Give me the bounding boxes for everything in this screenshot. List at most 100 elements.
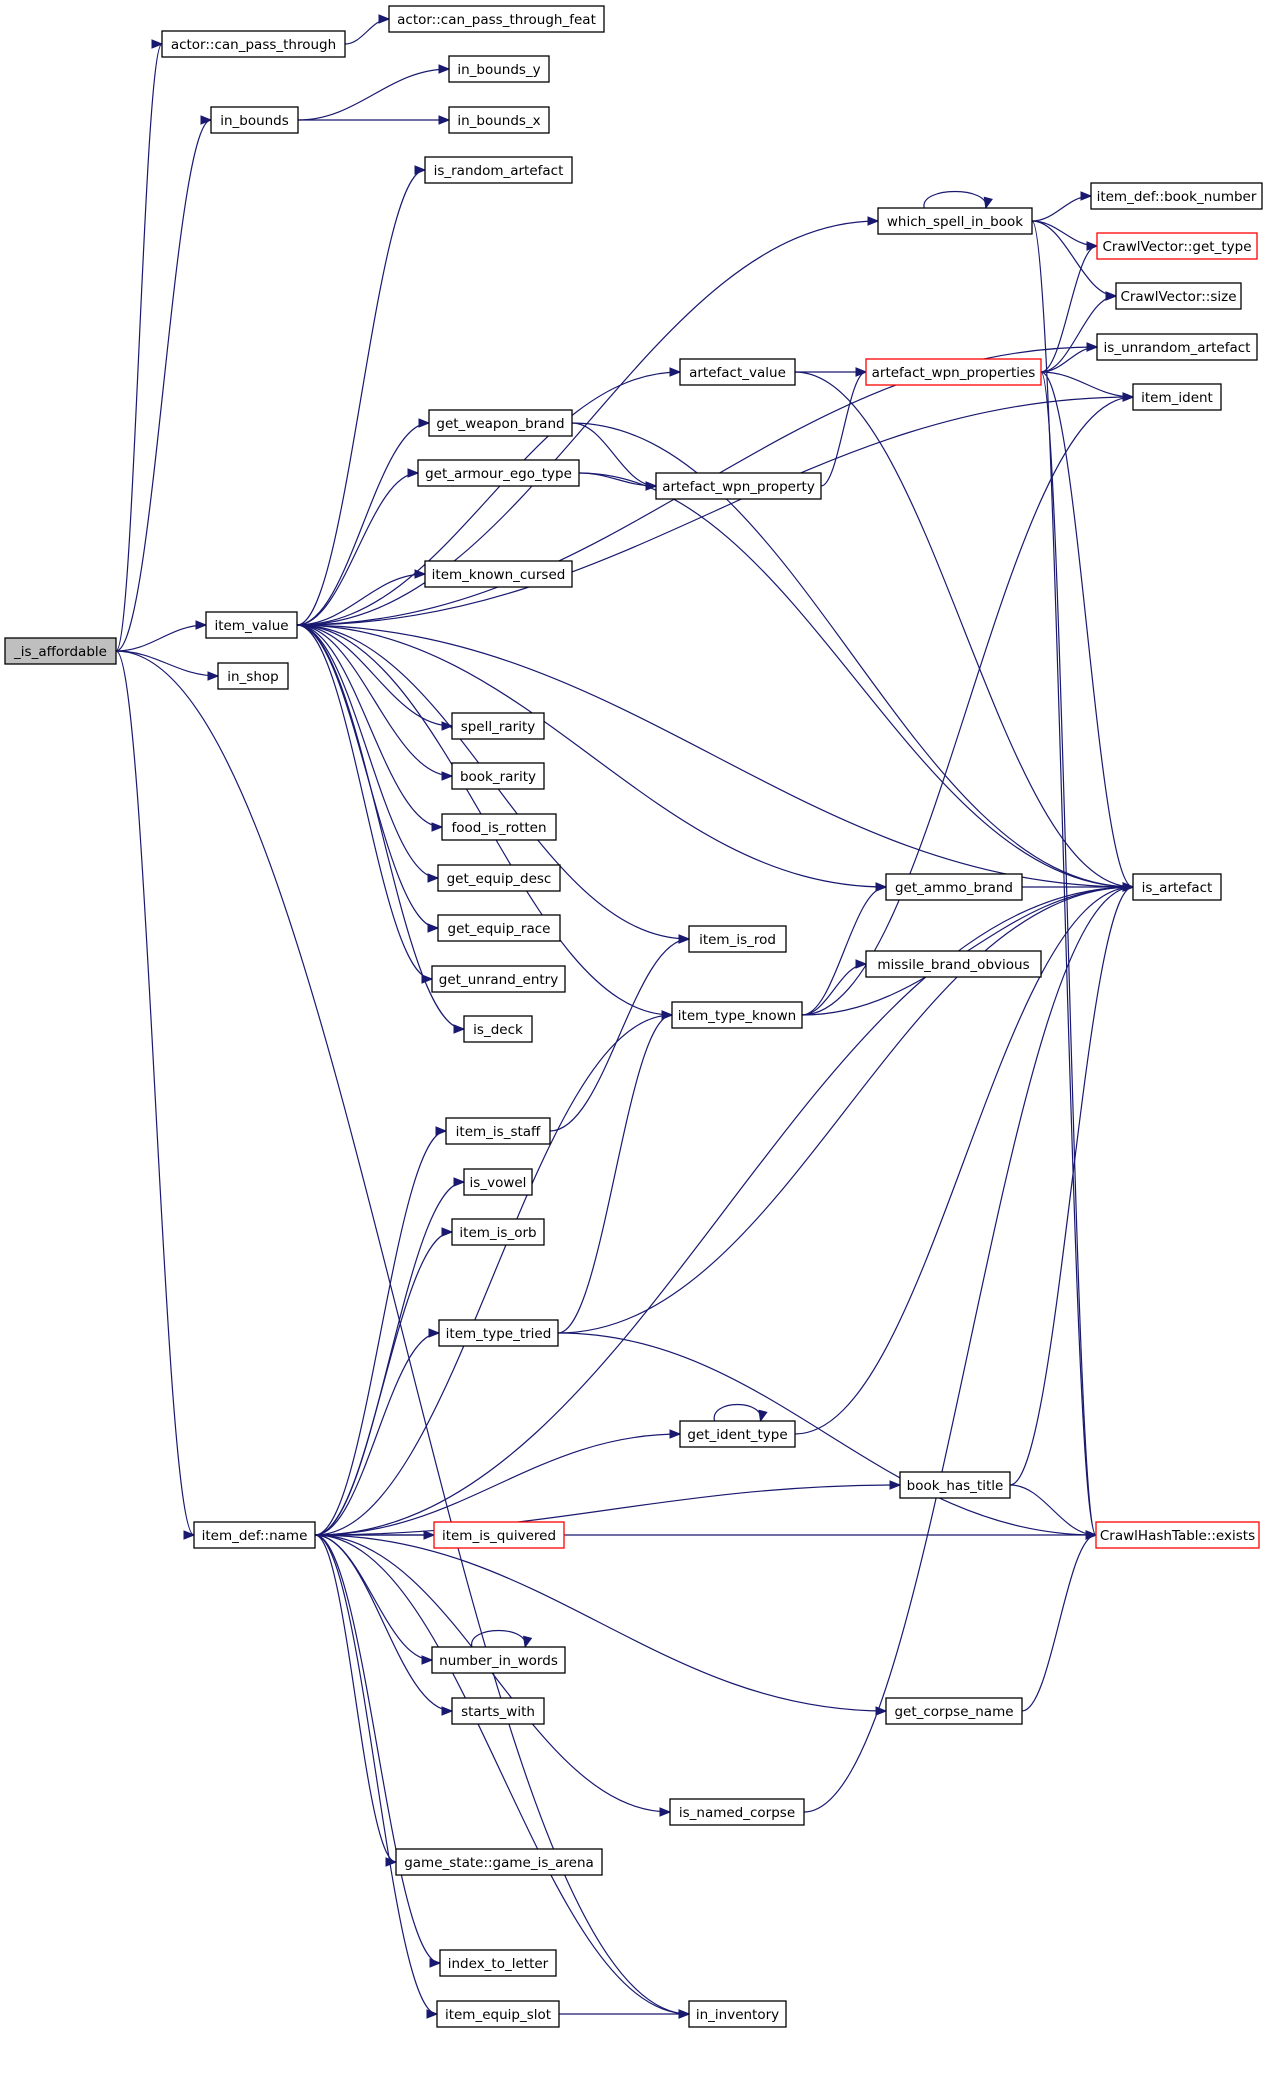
node-box[interactable] [899, 1471, 1011, 1499]
node-box[interactable] [431, 1646, 566, 1674]
node-box[interactable] [885, 1697, 1023, 1725]
node-box[interactable] [433, 1521, 565, 1549]
node-box[interactable] [688, 2000, 787, 2028]
node-crawlhashtable-exists[interactable]: CrawlHashTable::exists [1095, 1521, 1260, 1549]
node-item-equip-slot[interactable]: item_equip_slot [436, 2000, 560, 2028]
node-box[interactable] [1096, 333, 1258, 361]
node-box[interactable] [885, 873, 1023, 901]
node-box[interactable] [451, 712, 545, 740]
node-item-def-book-number[interactable]: item_def::book_number [1090, 182, 1263, 210]
node-box[interactable] [441, 813, 557, 841]
node-get-corpse-name[interactable]: get_corpse_name [885, 1697, 1023, 1725]
node-item-type-known[interactable]: item_type_known [671, 1001, 803, 1029]
node-box[interactable] [1115, 282, 1242, 310]
node-box[interactable] [217, 662, 289, 690]
node-box[interactable] [1096, 232, 1258, 260]
node-box[interactable] [865, 358, 1042, 386]
node-item-is-rod[interactable]: item_is_rod [688, 925, 787, 953]
node-is-unrandom-artefact[interactable]: is_unrandom_artefact [1096, 333, 1258, 361]
node-is-artefact[interactable]: is_artefact [1132, 873, 1222, 901]
node-in-bounds-x[interactable]: in_bounds_x [448, 106, 550, 134]
node-artefact-value[interactable]: artefact_value [679, 358, 796, 386]
node-box[interactable] [431, 965, 566, 993]
node-index-to-letter[interactable]: index_to_letter [439, 1949, 557, 1977]
node-item-is-quivered[interactable]: item_is_quivered [433, 1521, 565, 1549]
node-item-is-orb[interactable]: item_is_orb [451, 1218, 545, 1246]
node-box[interactable] [428, 409, 573, 437]
node-box[interactable] [451, 1218, 545, 1246]
node-number-in-words[interactable]: number_in_words [431, 1646, 566, 1674]
node-box[interactable] [193, 1521, 316, 1549]
node-box[interactable] [655, 472, 822, 500]
node-get-unrand-entry[interactable]: get_unrand_entry [431, 965, 566, 993]
node-box[interactable] [448, 55, 550, 83]
node-box[interactable] [669, 1798, 805, 1826]
node-box[interactable] [1090, 182, 1263, 210]
node-box[interactable] [1132, 873, 1222, 901]
node-box[interactable] [417, 459, 580, 487]
node-get-ammo-brand[interactable]: get_ammo_brand [885, 873, 1023, 901]
node-is-named-corpse[interactable]: is_named_corpse [669, 1798, 805, 1826]
node-which-spell-in-book[interactable]: which_spell_in_book [877, 207, 1033, 235]
node-item-is-staff[interactable]: item_is_staff [445, 1117, 551, 1145]
node-box[interactable] [439, 1949, 557, 1977]
node-box[interactable] [424, 560, 573, 588]
node-box[interactable] [437, 914, 561, 942]
node-is-affordable[interactable]: _is_affordable [4, 637, 117, 665]
node-get-equip-desc[interactable]: get_equip_desc [437, 864, 561, 892]
node-box[interactable] [865, 950, 1042, 978]
node-starts-with[interactable]: starts_with [451, 1697, 545, 1725]
node-is-random-artefact[interactable]: is_random_artefact [424, 156, 573, 184]
node-box[interactable] [463, 1015, 533, 1043]
node-missile-brand-obvious[interactable]: missile_brand_obvious [865, 950, 1042, 978]
node-in-bounds[interactable]: in_bounds [210, 106, 299, 134]
node-crawlvector-get-type[interactable]: CrawlVector::get_type [1096, 232, 1258, 260]
node-artefact-wpn-properties[interactable]: artefact_wpn_properties [865, 358, 1042, 386]
node-box[interactable] [688, 925, 787, 953]
node-box[interactable] [451, 762, 545, 790]
node-get-armour-ego-type[interactable]: get_armour_ego_type [417, 459, 580, 487]
node-item-type-tried[interactable]: item_type_tried [438, 1319, 559, 1347]
node-box[interactable] [679, 358, 796, 386]
node-is-vowel[interactable]: is_vowel [463, 1168, 533, 1196]
node-is-deck[interactable]: is_deck [463, 1015, 533, 1043]
node-box[interactable] [1132, 383, 1222, 411]
node-box[interactable] [4, 637, 117, 665]
node-in-inventory[interactable]: in_inventory [688, 2000, 787, 2028]
node-box[interactable] [1095, 1521, 1260, 1549]
node-box[interactable] [451, 1697, 545, 1725]
node-get-equip-race[interactable]: get_equip_race [437, 914, 561, 942]
node-book-has-title[interactable]: book_has_title [899, 1471, 1011, 1499]
node-item-value[interactable]: item_value [205, 611, 298, 639]
node-box[interactable] [161, 30, 346, 58]
node-get-ident-type[interactable]: get_ident_type [679, 1420, 796, 1448]
node-spell-rarity[interactable]: spell_rarity [451, 712, 545, 740]
node-item-known-cursed[interactable]: item_known_cursed [424, 560, 573, 588]
node-box[interactable] [671, 1001, 803, 1029]
node-box[interactable] [877, 207, 1033, 235]
node-in-bounds-y[interactable]: in_bounds_y [448, 55, 550, 83]
node-get-weapon-brand[interactable]: get_weapon_brand [428, 409, 573, 437]
node-item-ident[interactable]: item_ident [1132, 383, 1222, 411]
node-actor-can-pass-through-feat[interactable]: actor::can_pass_through_feat [388, 5, 605, 33]
node-game-state-game-is-arena[interactable]: game_state::game_is_arena [395, 1848, 603, 1876]
node-food-is-rotten[interactable]: food_is_rotten [441, 813, 557, 841]
node-box[interactable] [445, 1117, 551, 1145]
node-box[interactable] [205, 611, 298, 639]
node-box[interactable] [463, 1168, 533, 1196]
node-box[interactable] [424, 156, 573, 184]
node-box[interactable] [388, 5, 605, 33]
node-actor-can-pass-through[interactable]: actor::can_pass_through [161, 30, 346, 58]
node-box[interactable] [679, 1420, 796, 1448]
node-artefact-wpn-property[interactable]: artefact_wpn_property [655, 472, 822, 500]
node-box[interactable] [395, 1848, 603, 1876]
node-in-shop[interactable]: in_shop [217, 662, 289, 690]
node-item-def-name[interactable]: item_def::name [193, 1521, 316, 1549]
node-box[interactable] [437, 864, 561, 892]
node-box[interactable] [438, 1319, 559, 1347]
node-box[interactable] [436, 2000, 560, 2028]
node-crawlvector-size[interactable]: CrawlVector::size [1115, 282, 1242, 310]
node-box[interactable] [210, 106, 299, 134]
node-book-rarity[interactable]: book_rarity [451, 762, 545, 790]
node-box[interactable] [448, 106, 550, 134]
